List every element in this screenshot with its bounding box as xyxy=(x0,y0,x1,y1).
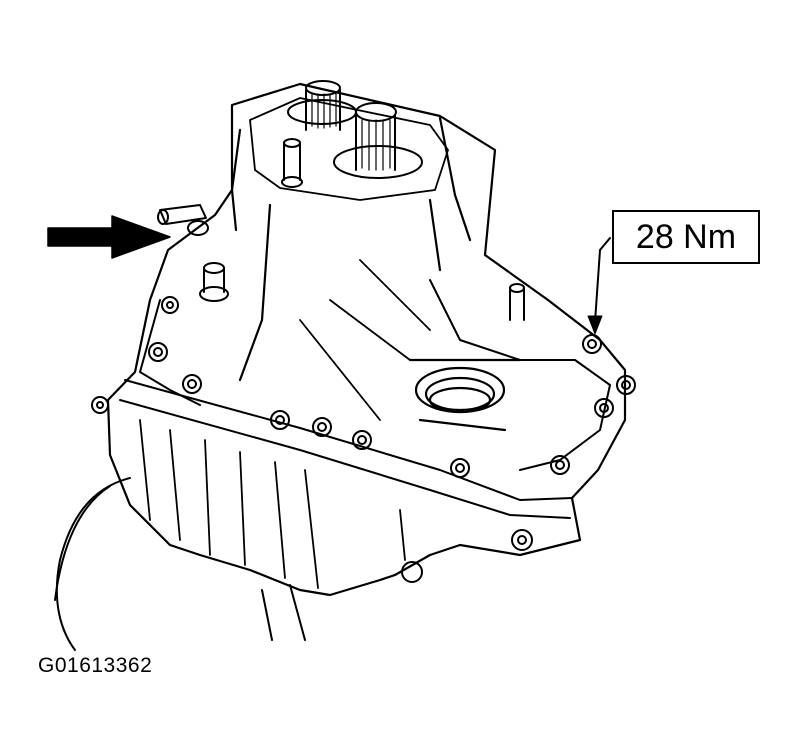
vent-fitting xyxy=(157,204,209,236)
transmission-case xyxy=(106,82,627,597)
torque-value: 28 Nm xyxy=(635,217,737,256)
flange-bolts xyxy=(91,296,636,583)
case-flange xyxy=(119,279,611,519)
locating-studs xyxy=(199,138,525,321)
input-shafts xyxy=(287,80,423,179)
case-ribs xyxy=(139,259,431,589)
figure-id: G01613362 xyxy=(38,654,153,677)
callout-leader xyxy=(594,237,611,323)
background-curves xyxy=(54,477,306,651)
torque-callout: 28 Nm xyxy=(612,210,760,264)
callout-arrowhead xyxy=(587,315,603,335)
solid-arrow-icon xyxy=(47,215,171,259)
bearing-opening xyxy=(408,358,522,432)
